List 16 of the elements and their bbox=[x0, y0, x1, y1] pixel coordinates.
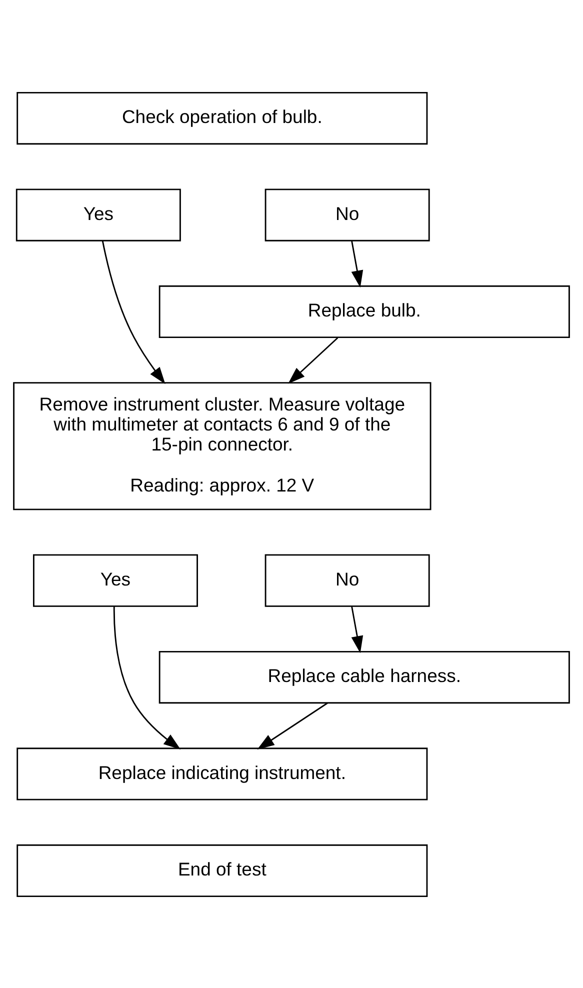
arrow bbox=[288, 336, 338, 384]
node-box: Check operation of bulb. bbox=[16, 91, 428, 144]
node-box: Replace cable harness. bbox=[158, 650, 570, 704]
node-box: Remove instrument cluster. Measure voltage with multimeter at contacts 6 and 9 of the 15-pin connector. Reading: approx. 12 V bbox=[13, 382, 432, 510]
node-box: Yes bbox=[33, 554, 198, 606]
node-box: Replace bulb. bbox=[158, 284, 570, 338]
node-box: No bbox=[264, 554, 430, 606]
node-box: End of test bbox=[16, 844, 428, 897]
arrow bbox=[113, 606, 181, 749]
node-box: Yes bbox=[16, 188, 181, 241]
node-box: No bbox=[264, 188, 430, 241]
arrow bbox=[102, 240, 166, 384]
arrow bbox=[351, 606, 364, 653]
arrow bbox=[351, 240, 364, 288]
node-box: Replace indicating instrument. bbox=[16, 747, 428, 800]
arrow bbox=[257, 702, 328, 749]
